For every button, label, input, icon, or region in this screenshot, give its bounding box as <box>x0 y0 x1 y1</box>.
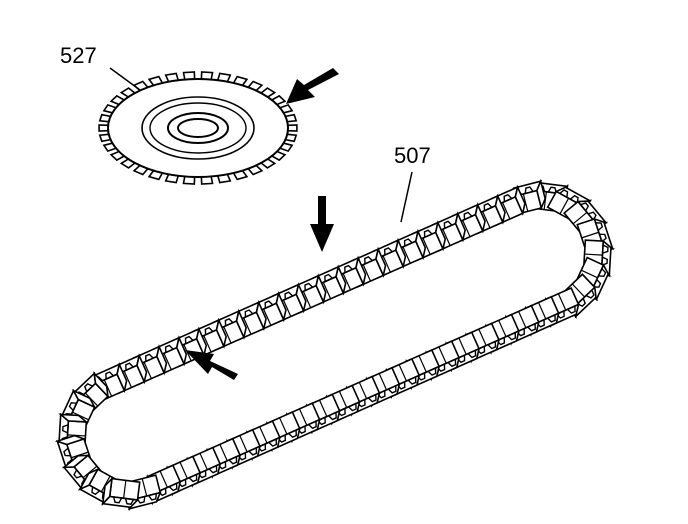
sprocket-hub-ring <box>149 102 247 154</box>
sprocket-tooth <box>287 124 298 132</box>
indicator-arrow-chain-top <box>310 196 334 252</box>
sprocket-bore <box>177 118 219 138</box>
sprocket-bore-outer <box>167 112 229 144</box>
chain-link <box>101 476 141 509</box>
indicator-arrow-chain-inner <box>185 350 238 380</box>
sprocket-hub-outer-ring <box>141 96 255 160</box>
leader-line-507 <box>400 171 413 223</box>
callout-507-label: 507 <box>394 143 431 168</box>
sprocket <box>98 71 298 185</box>
indicator-arrow-sprocket <box>286 68 339 104</box>
sprocket-body <box>107 78 289 178</box>
chain-links <box>54 178 616 512</box>
leader-line-527 <box>109 67 141 91</box>
timing-chain <box>54 178 616 512</box>
sprocket-tooth <box>98 124 109 132</box>
callout-527-label: 527 <box>60 43 97 68</box>
